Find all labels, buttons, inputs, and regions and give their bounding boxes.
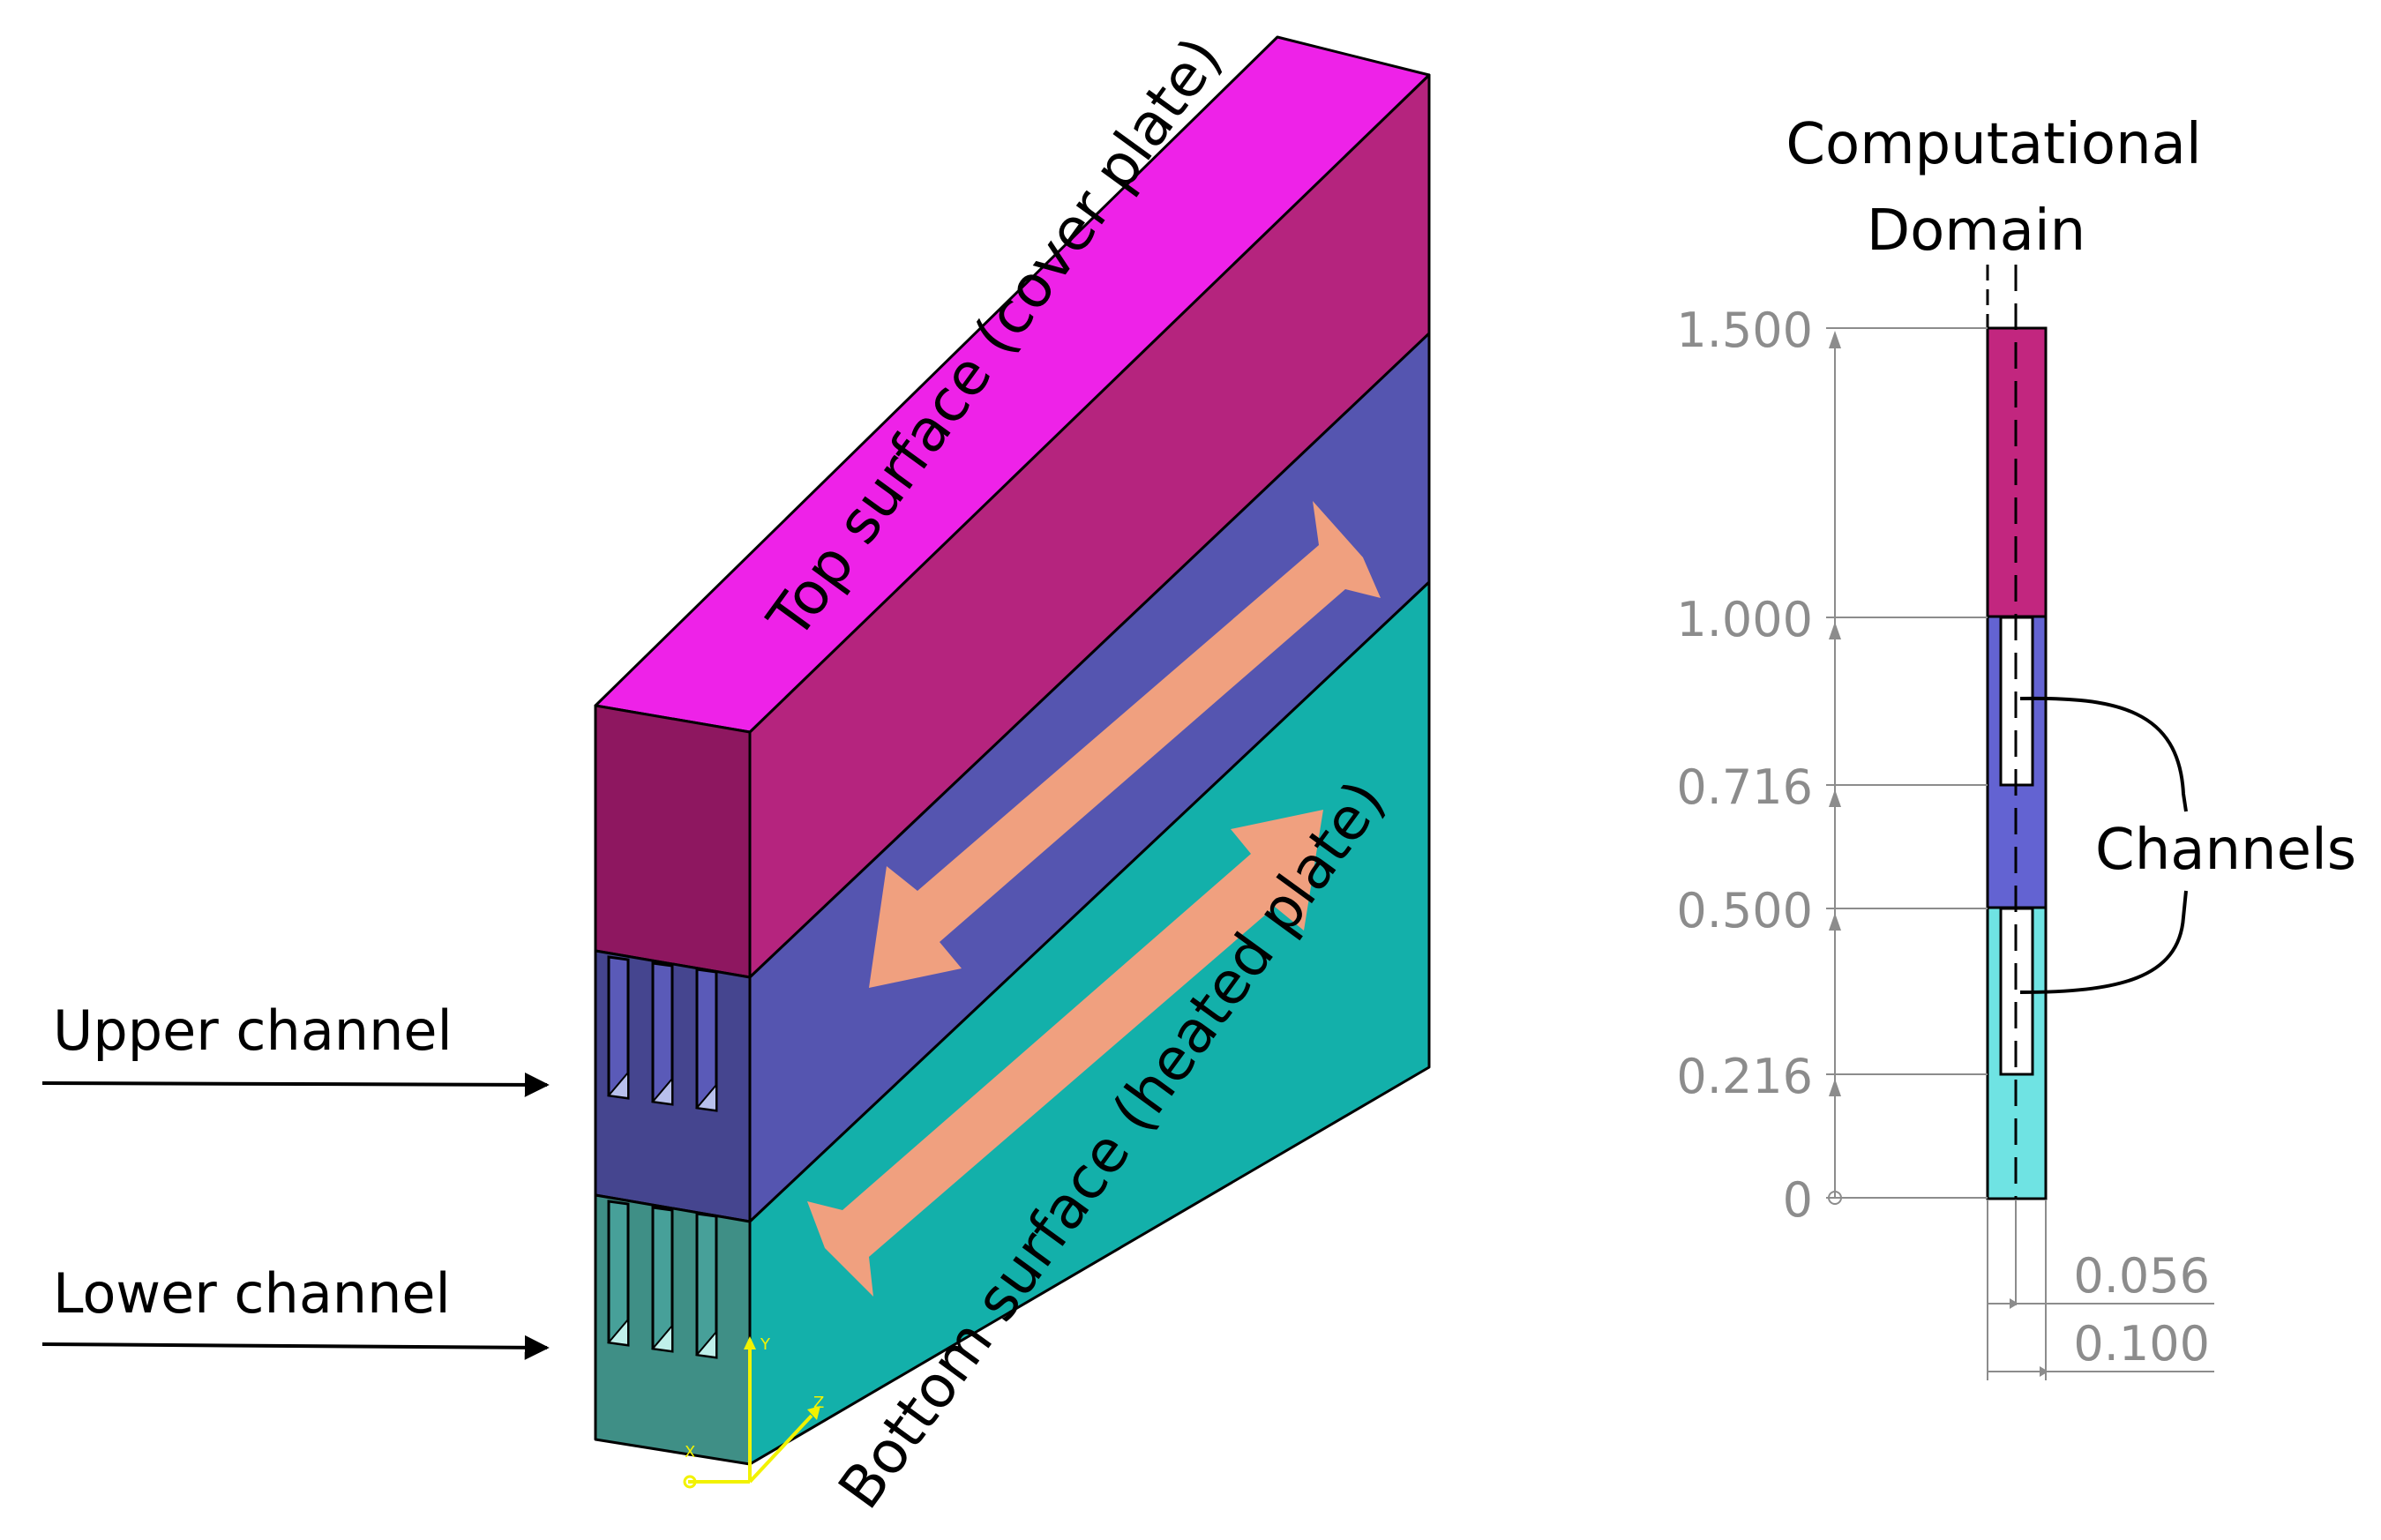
upper-channel-label: Upper channel (53, 998, 453, 1063)
height-0: 0 (1783, 1172, 1813, 1228)
domain-title-line1: Computational (1786, 112, 2201, 177)
height-1000: 1.000 (1676, 592, 1813, 647)
axis-z-label: Z (813, 1394, 824, 1412)
lower-channel-label: Lower channel (53, 1261, 451, 1326)
axis-y-label: Y (760, 1335, 771, 1354)
height-0216: 0.216 (1676, 1049, 1813, 1104)
width-0056: 0.056 (2073, 1248, 2210, 1304)
width-0100: 0.100 (2073, 1316, 2210, 1372)
width-arrow-a (2010, 1298, 2018, 1309)
upper-channel-arrow (41, 1072, 550, 1097)
lower-channel-flow-arrow (807, 810, 1323, 1297)
height-extension-lines (1826, 327, 1988, 1199)
axis-triad: Y Z X (683, 1335, 824, 1489)
channels-bracket-upper (2019, 696, 2188, 812)
upper-channel-ports (607, 955, 718, 1112)
cross-section-schematic: Computational Domain (1676, 112, 2356, 1380)
plate-block: Y Z X Top surface (cover plate) Bottom s… (594, 25, 1431, 1521)
lower-channel-ports (607, 1200, 718, 1359)
domain-title-line2: Domain (1867, 198, 2085, 264)
channels-label: Channels (2095, 818, 2356, 883)
height-0716: 0.716 (1676, 759, 1813, 815)
width-arrow-b (2040, 1366, 2048, 1377)
channel-callouts: Upper channel Lower channel (41, 998, 550, 1360)
upper-channel-flow-arrow (869, 501, 1381, 988)
lower-channel-arrow (41, 1334, 550, 1360)
width-dimension-lines (1987, 1200, 2214, 1380)
height-1500: 1.500 (1676, 303, 1813, 358)
channels-bracket-lower (2019, 890, 2188, 994)
cover-plate-endcap (594, 704, 752, 979)
height-0500: 0.500 (1676, 883, 1813, 938)
axis-x-label: X (685, 1443, 695, 1462)
height-values: 1.500 1.000 0.716 0.500 0.216 0 (1676, 303, 1813, 1228)
height-dimension-line (1828, 331, 1842, 1205)
